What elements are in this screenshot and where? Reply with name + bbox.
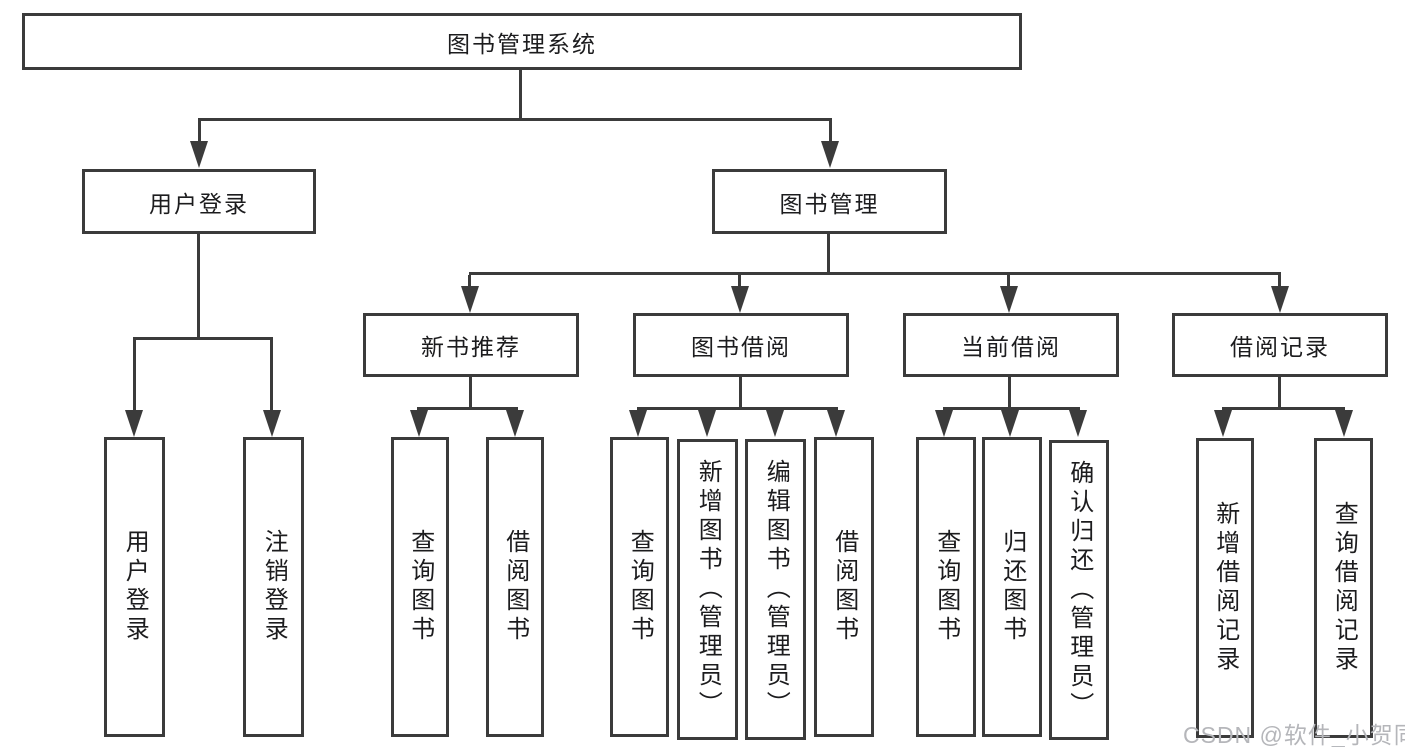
node-leaf-user-login: 用户登录	[104, 437, 165, 737]
node-current-borrow: 当前借阅	[903, 313, 1119, 377]
node-leaf-logout: 注销登录	[243, 437, 304, 737]
connector-line	[1008, 376, 1011, 407]
connector-line	[469, 376, 472, 407]
arrowhead-down-icon	[935, 410, 953, 437]
connector-line	[270, 340, 273, 410]
node-leaf-borrow-books: 借阅图书	[814, 437, 874, 737]
arrowhead-down-icon	[410, 410, 428, 437]
arrowhead-down-icon	[731, 286, 749, 313]
node-leaf-add-book-admin: 新增图书（管理员）	[677, 439, 738, 740]
arrowhead-down-icon	[1069, 410, 1087, 437]
node-leaf-borrow-books: 借阅图书	[486, 437, 544, 737]
node-leaf-add-borrow-record: 新增借阅记录	[1196, 438, 1254, 738]
node-leaf-query-books: 查询图书	[391, 437, 449, 737]
node-leaf-confirm-return-admin: 确认归还（管理员）	[1049, 440, 1109, 740]
connector-line	[1007, 275, 1010, 287]
arrowhead-down-icon	[125, 410, 143, 437]
connector-line	[198, 121, 201, 143]
csdn-watermark: CSDN @软件_小贺同学	[1183, 722, 1405, 747]
arrowhead-down-icon	[827, 410, 845, 437]
connector-line	[1278, 275, 1281, 287]
connector-line	[739, 376, 742, 407]
connector-line	[198, 118, 832, 121]
arrowhead-down-icon	[1214, 410, 1232, 437]
arrowhead-down-icon	[190, 141, 208, 168]
connector-line	[829, 121, 832, 143]
node-library-system: 图书管理系统	[22, 13, 1022, 70]
connector-line	[519, 69, 522, 118]
node-book-management: 图书管理	[712, 169, 947, 234]
connector-line	[417, 407, 518, 410]
arrowhead-down-icon	[1001, 410, 1019, 437]
connector-line	[1222, 407, 1345, 410]
node-user-login: 用户登录	[82, 169, 316, 234]
arrowhead-down-icon	[766, 410, 784, 437]
arrowhead-down-icon	[1335, 410, 1353, 437]
node-leaf-query-borrow-record: 查询借阅记录	[1314, 438, 1373, 738]
connector-line	[197, 233, 200, 338]
node-borrow-records: 借阅记录	[1172, 313, 1388, 377]
connector-line	[943, 407, 1080, 410]
arrowhead-down-icon	[1271, 286, 1289, 313]
node-leaf-return-books: 归还图书	[982, 437, 1042, 737]
connector-line	[133, 337, 273, 340]
node-new-book-recommend: 新书推荐	[363, 313, 579, 377]
connector-line	[468, 275, 471, 287]
connector-line	[637, 407, 838, 410]
node-leaf-query-books: 查询图书	[916, 437, 976, 737]
connector-line	[469, 272, 1281, 275]
node-book-borrow: 图书借阅	[633, 313, 849, 377]
connector-line	[827, 233, 830, 272]
arrowhead-down-icon	[506, 410, 524, 437]
node-leaf-edit-book-admin: 编辑图书（管理员）	[745, 439, 806, 740]
arrowhead-down-icon	[461, 286, 479, 313]
arrowhead-down-icon	[698, 410, 716, 437]
arrowhead-down-icon	[629, 410, 647, 437]
connector-line	[738, 275, 741, 287]
arrowhead-down-icon	[1000, 286, 1018, 313]
arrowhead-down-icon	[263, 410, 281, 437]
connector-line	[1278, 376, 1281, 407]
node-leaf-query-books: 查询图书	[610, 437, 669, 737]
connector-line	[133, 340, 136, 410]
arrowhead-down-icon	[821, 141, 839, 168]
